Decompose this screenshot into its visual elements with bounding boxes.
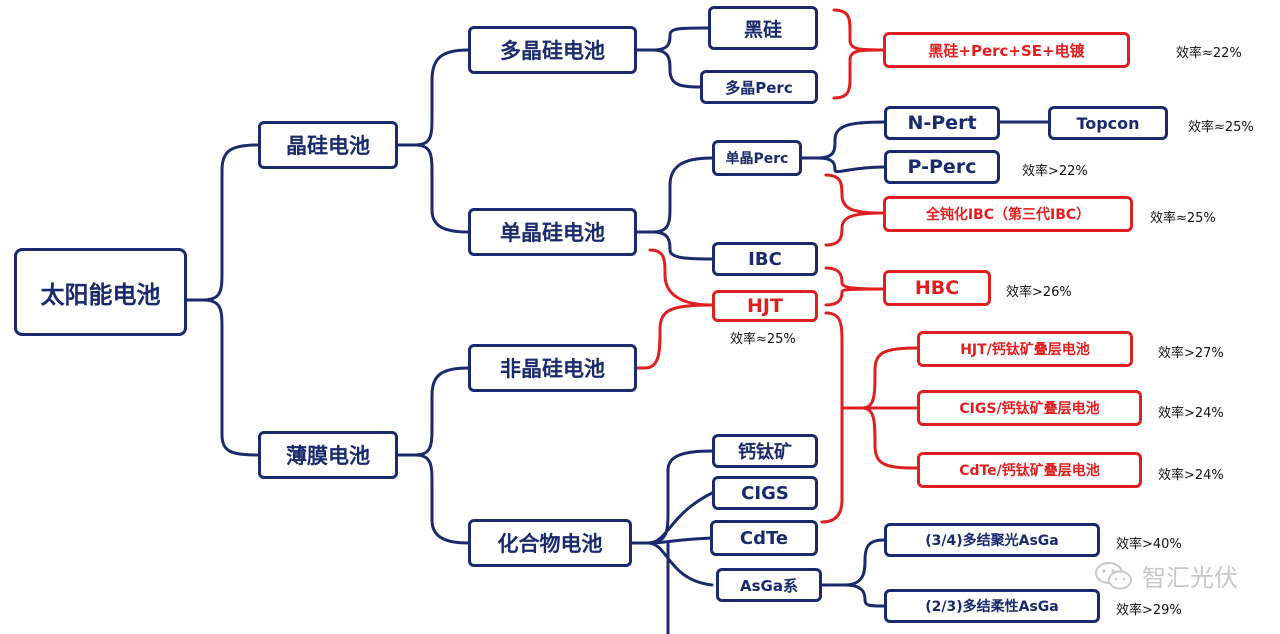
node-solar-cell: 太阳能电池 xyxy=(14,248,187,336)
node-poly-perc: 多晶Perc xyxy=(700,70,818,104)
node-compound: 化合物电池 xyxy=(468,519,632,567)
black-si-combo-efficiency: 效率≈22% xyxy=(1176,46,1242,61)
node-mono-perc: 单晶Perc xyxy=(712,140,802,176)
node-hjt-perovskite: HJT/钙钛矿叠层电池 xyxy=(917,331,1133,367)
node-p-perc: P-Perc xyxy=(884,150,1000,184)
cigs-perovskite-efficiency: 效率>24% xyxy=(1158,406,1224,421)
cdte-perovskite-efficiency: 效率>24% xyxy=(1158,468,1224,483)
node-poly-si: 多晶硅电池 xyxy=(468,26,637,74)
watermark: 智汇光伏 xyxy=(1094,558,1238,593)
node-cdte: CdTe xyxy=(710,520,818,556)
node-hbc: HBC xyxy=(883,270,991,306)
asga23-efficiency: 效率>29% xyxy=(1116,603,1182,618)
node-n-pert: N-Pert xyxy=(884,106,1000,140)
hjt-efficiency: 效率≈25% xyxy=(730,332,796,347)
watermark-text: 智汇光伏 xyxy=(1142,564,1238,592)
node-hjt: HJT xyxy=(712,290,818,322)
node-crystalline-si: 晶硅电池 xyxy=(258,121,398,169)
node-cigs: CIGS xyxy=(712,476,818,510)
node-asga-flexible: (2/3)多结柔性AsGa xyxy=(884,589,1100,623)
node-cdte-perovskite: CdTe/钙钛矿叠层电池 xyxy=(917,452,1142,488)
node-asga-concentrator: (3/4)多结聚光AsGa xyxy=(884,523,1100,557)
node-cigs-perovskite: CIGS/钙钛矿叠层电池 xyxy=(917,390,1142,426)
asga34-efficiency: 效率>40% xyxy=(1116,537,1182,552)
topcon-efficiency: 效率≈25% xyxy=(1188,120,1254,135)
hjt-perovskite-efficiency: 效率>27% xyxy=(1158,346,1224,361)
node-black-si: 黑硅 xyxy=(708,6,818,50)
node-amorphous-si: 非晶硅电池 xyxy=(468,344,637,392)
node-perovskite: 钙钛矿 xyxy=(712,434,818,468)
node-full-passivation-ibc: 全钝化IBC（第三代IBC） xyxy=(883,196,1133,232)
wechat-icon xyxy=(1095,561,1132,589)
hbc-efficiency: 效率>26% xyxy=(1006,285,1072,300)
node-asga: AsGa系 xyxy=(716,568,822,602)
node-topcon: Topcon xyxy=(1048,106,1168,140)
node-mono-si: 单晶硅电池 xyxy=(468,208,637,256)
node-thin-film: 薄膜电池 xyxy=(258,431,398,479)
ibc3-efficiency: 效率≈25% xyxy=(1150,211,1216,226)
p-perc-efficiency: 效率>22% xyxy=(1022,164,1088,179)
node-ibc: IBC xyxy=(712,242,818,276)
node-black-si-combo: 黑硅+Perc+SE+电镀 xyxy=(883,32,1130,68)
